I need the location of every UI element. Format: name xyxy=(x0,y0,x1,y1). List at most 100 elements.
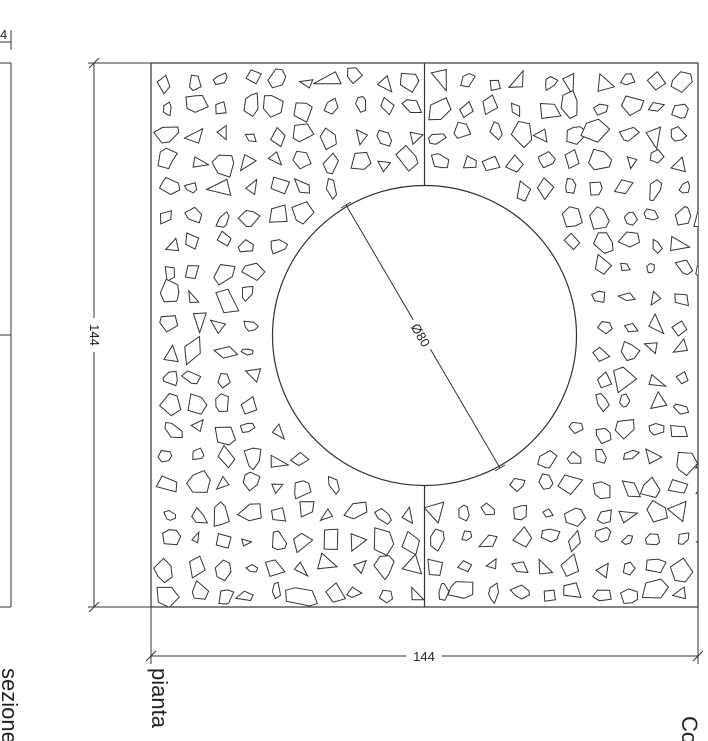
perforation-hole xyxy=(162,101,172,117)
perforation-hole xyxy=(666,500,687,523)
perforation-hole xyxy=(595,427,612,445)
perforation-hole xyxy=(566,126,589,145)
perforation-hole xyxy=(319,508,334,522)
perforation-hole xyxy=(618,510,639,524)
perforation-hole xyxy=(623,211,639,226)
perforation-hole xyxy=(215,475,230,491)
perforation-hole xyxy=(617,292,637,302)
perforation-hole xyxy=(621,480,642,498)
perforation-hole xyxy=(293,102,313,123)
perforation-hole xyxy=(649,148,665,164)
perforation-hole xyxy=(156,586,180,607)
perforation-hole xyxy=(461,530,473,541)
perforation-hole xyxy=(355,128,369,146)
perforation-hole xyxy=(192,447,205,461)
perforation-hole xyxy=(672,337,689,353)
perforation-hole xyxy=(667,478,689,494)
perforation-hole xyxy=(545,75,559,92)
perforation-hole xyxy=(438,582,450,601)
perforation-hole xyxy=(674,206,692,226)
diameter-dimension: Ø80 xyxy=(340,201,506,472)
perforation-hole xyxy=(153,557,173,584)
perforation-hole xyxy=(262,94,284,118)
perforation-hole xyxy=(649,390,668,410)
perforation-hole xyxy=(456,560,473,573)
perforation-hole xyxy=(674,259,694,276)
perforation-hole xyxy=(594,526,612,543)
perforation-hole xyxy=(704,394,708,405)
perforation-hole xyxy=(188,289,200,304)
perforation-hole xyxy=(489,121,503,141)
perforation-hole xyxy=(215,288,240,314)
perforation-hole xyxy=(378,589,394,604)
perforation-hole xyxy=(270,239,289,255)
perforation-hole xyxy=(271,581,282,600)
perforation-hole xyxy=(485,557,497,570)
perforation-hole xyxy=(507,69,524,88)
perforation-hole xyxy=(595,448,607,464)
perforation-hole xyxy=(192,156,211,168)
perforation-hole xyxy=(346,586,363,599)
perforation-hole xyxy=(564,148,580,170)
perforation-hole xyxy=(428,97,452,121)
perforation-hole xyxy=(560,89,578,120)
perforation-hole xyxy=(694,462,698,469)
perforation-hole xyxy=(164,421,183,439)
perforation-hole xyxy=(268,204,288,223)
perforation-hole xyxy=(480,502,496,516)
perforation-hole xyxy=(401,99,423,113)
perforation-hole xyxy=(563,582,582,598)
perforation-hole xyxy=(488,582,500,605)
perforation-hole xyxy=(243,320,260,332)
perforation-hole xyxy=(676,451,698,477)
perforation-hole xyxy=(319,127,337,151)
perforation-hole xyxy=(580,118,611,143)
width-label: 144 xyxy=(413,649,435,664)
perforation-hole xyxy=(639,476,661,499)
perforation-hole xyxy=(159,315,179,333)
perforation-hole xyxy=(619,262,631,272)
perforation-hole xyxy=(270,454,290,468)
perforation-hole xyxy=(423,501,445,525)
perforation-hole xyxy=(511,561,529,574)
perforation-hole xyxy=(188,74,202,92)
perforation-hole xyxy=(215,393,229,413)
perforation-hole xyxy=(540,528,561,543)
perforation-hole xyxy=(289,451,310,467)
perforation-hole xyxy=(537,150,556,169)
perforation-hole xyxy=(596,321,613,335)
perforation-hole xyxy=(293,177,311,194)
perforation-hole xyxy=(510,120,533,149)
perforation-hole xyxy=(239,422,256,433)
perforation-hole xyxy=(669,235,692,252)
perforation-hole xyxy=(594,562,609,579)
perforation-hole xyxy=(560,553,580,577)
perforation-hole xyxy=(671,103,689,119)
perforation-hole xyxy=(481,155,501,172)
perforation-hole xyxy=(373,527,395,556)
perforation-hole xyxy=(215,532,232,549)
perforation-hole xyxy=(270,176,291,195)
perforation-hole xyxy=(648,422,665,436)
perforation-hole xyxy=(185,94,209,113)
perforation-hole xyxy=(594,253,613,275)
height-dimension: 144 xyxy=(86,57,151,613)
perforation-hole xyxy=(236,503,262,522)
perforation-hole xyxy=(395,144,419,172)
perforation-hole xyxy=(184,265,200,280)
perforation-hole xyxy=(401,505,414,525)
perforation-hole xyxy=(291,201,315,225)
perforation-hole xyxy=(563,232,581,251)
perforation-hole xyxy=(157,147,179,170)
perforation-hole xyxy=(217,373,231,389)
perforation-hole xyxy=(164,266,176,283)
perforation-hole xyxy=(596,371,613,389)
perforation-hole xyxy=(672,403,690,415)
perforation-hole xyxy=(264,559,286,578)
perforation-hole xyxy=(695,540,698,544)
perforation-hole xyxy=(477,534,498,548)
perforation-hole xyxy=(214,559,232,582)
perforation-hole xyxy=(644,533,661,546)
perforation-hole xyxy=(218,589,235,605)
perforation-hole xyxy=(343,501,368,520)
